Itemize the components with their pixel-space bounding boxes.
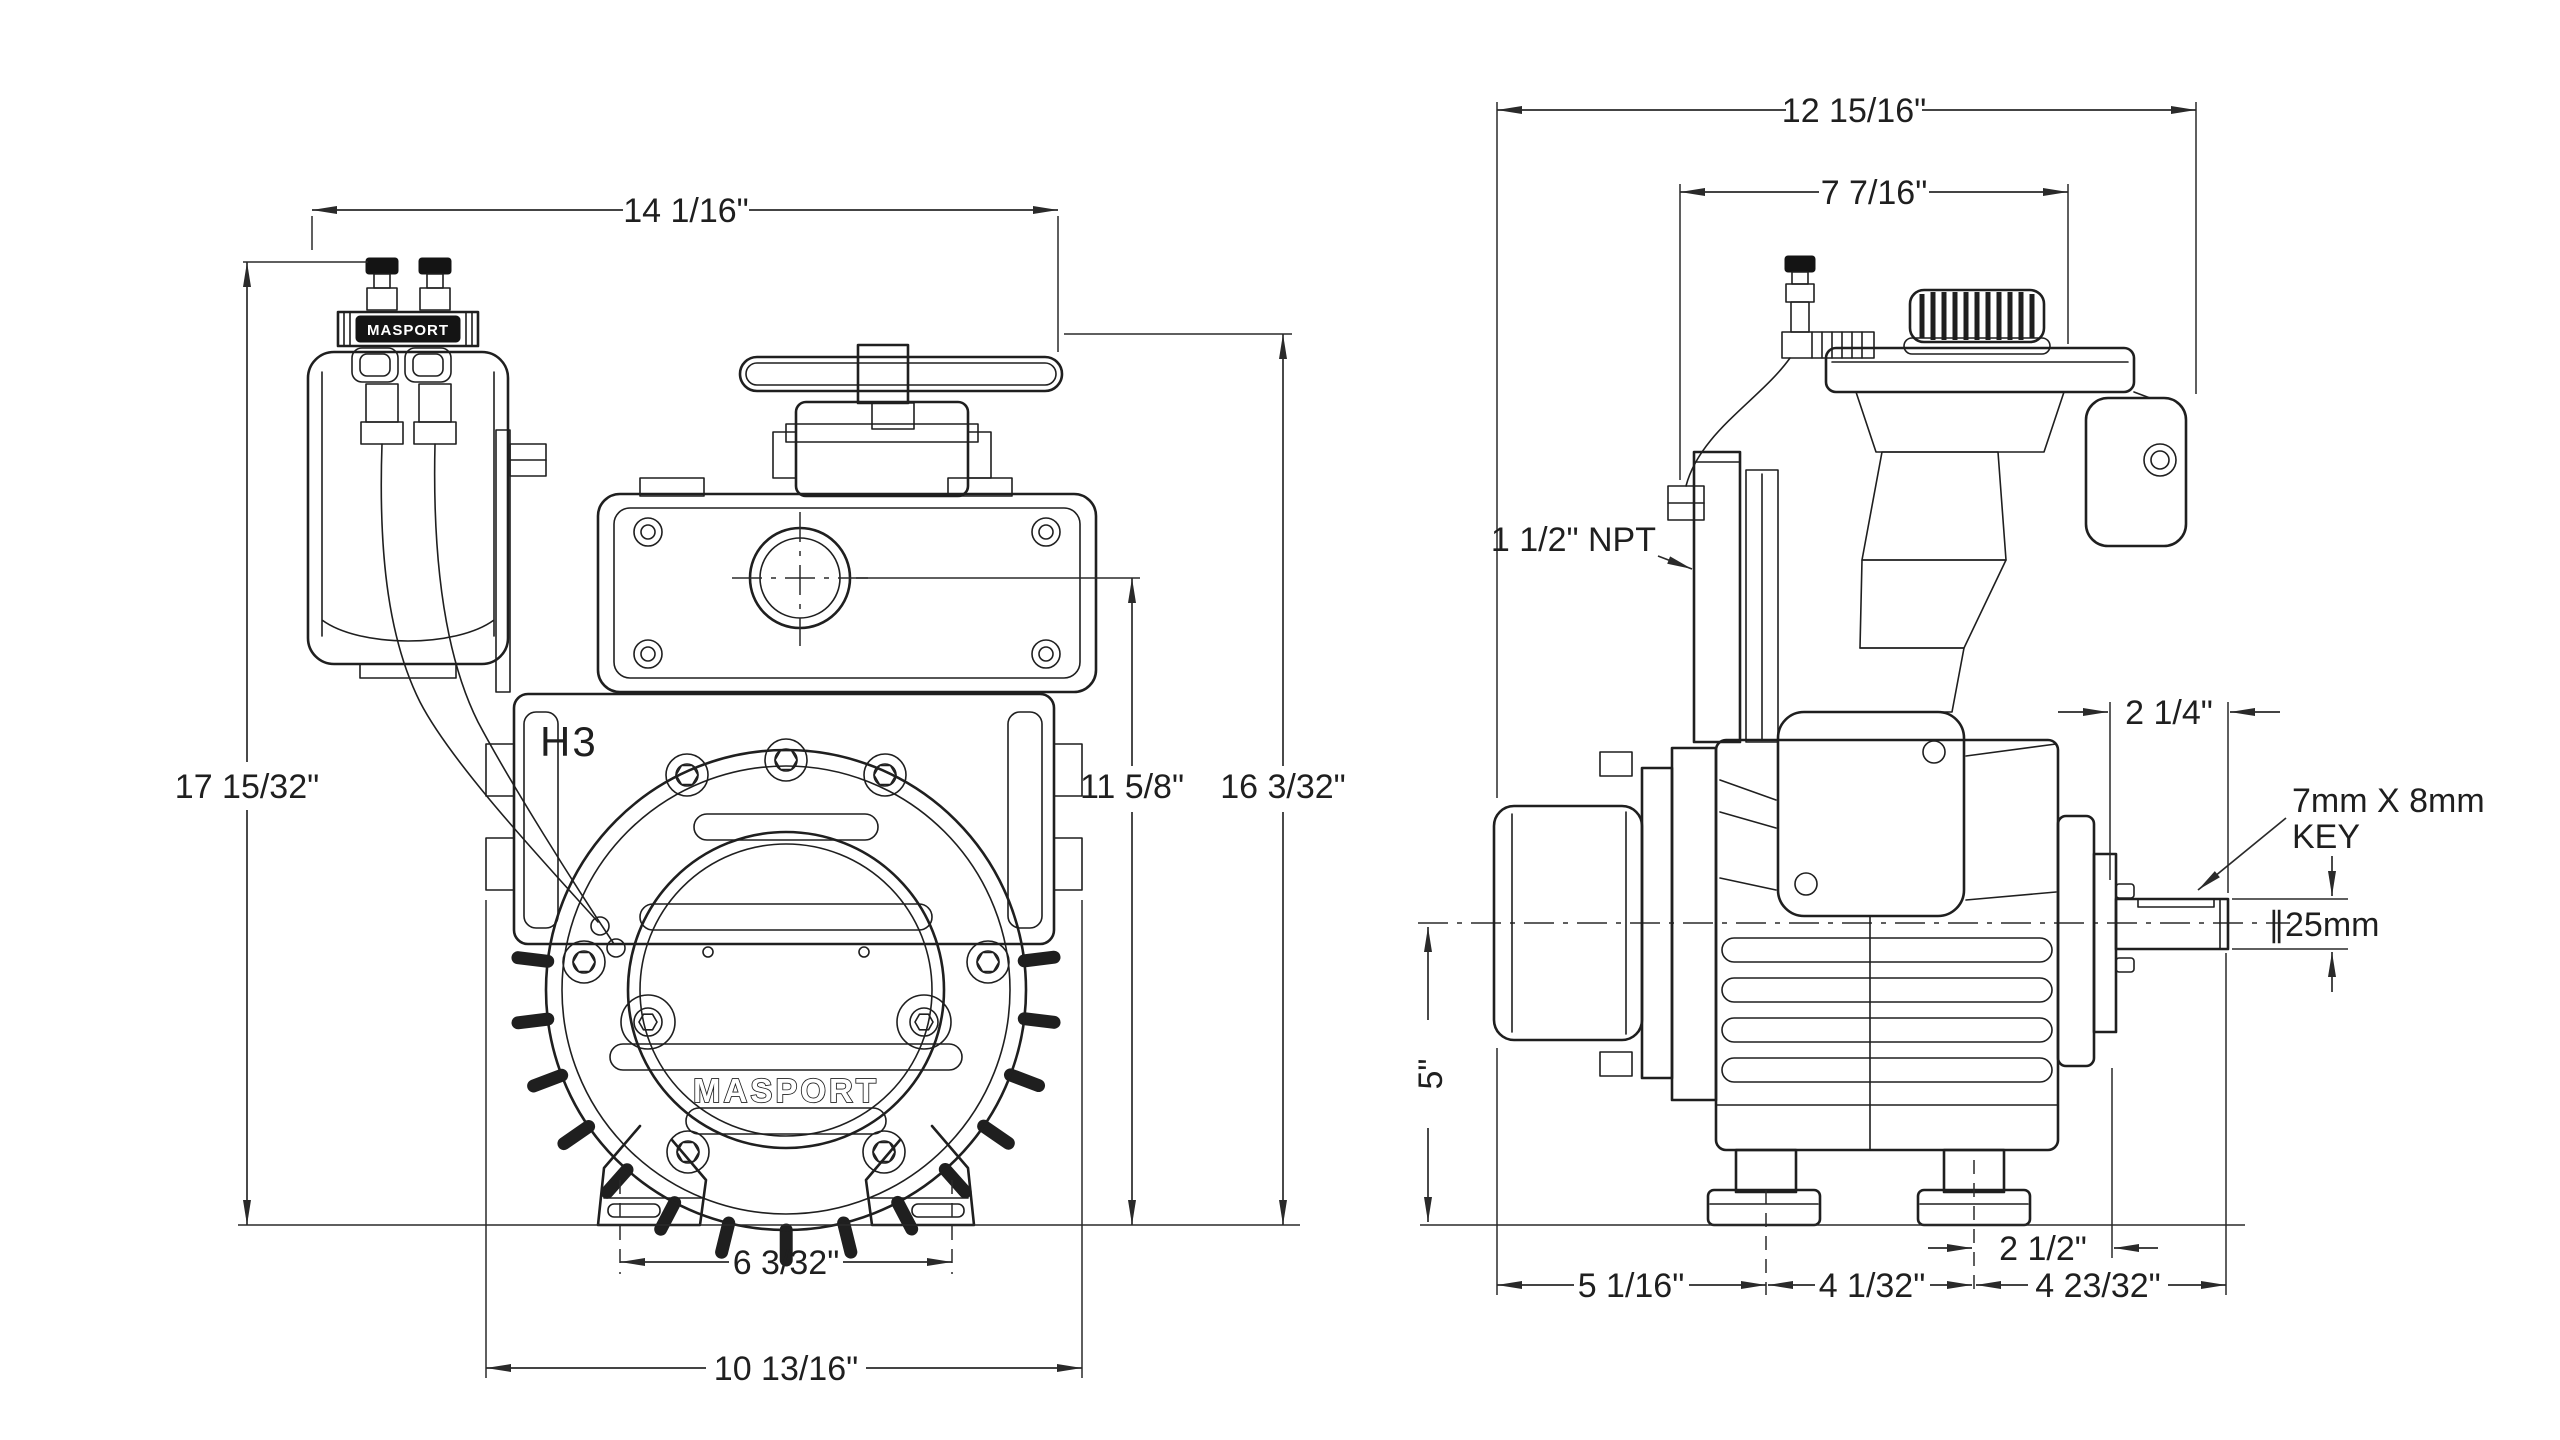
svg-text:2 1/4": 2 1/4": [2125, 694, 2213, 732]
dim-front-foot-holes: 6 3/32": [619, 1180, 953, 1282]
intake-manifold: [596, 477, 1098, 694]
drive-shaft: [2114, 897, 2230, 951]
pump-body-side: [1714, 710, 2060, 1152]
oiler-knob-right: [418, 257, 452, 275]
oiler-assembly: MASPORT: [306, 257, 626, 958]
oiler-brand-plate: [355, 315, 461, 343]
oil-tank: [1799, 288, 2188, 713]
svg-text:2 1/2": 2 1/2": [1999, 1230, 2087, 1268]
dim-front-overall-width: 14 1/16": [311, 192, 1059, 352]
mount-bracket: [2084, 396, 2188, 548]
model-label: H3: [540, 718, 598, 765]
dim-side-overall-width: 12 15/16": [1496, 92, 2197, 798]
dim-shaft-length: 2 1/4": [2058, 694, 2280, 893]
dim-centerline-height: 5": [1412, 927, 1450, 1222]
oil-tube-right: [433, 443, 615, 945]
oiler-brand-text: MASPORT: [367, 322, 449, 339]
shaft-keyway: [2137, 898, 2215, 908]
oil-tube-left: [380, 443, 599, 923]
svg-text:5": 5": [1412, 1059, 1450, 1090]
dim-front-overall-height: 17 15/32": [175, 261, 368, 1225]
svg-text:∥25mm: ∥25mm: [2268, 906, 2379, 944]
dim-side-top-width: 7 7/16": [1679, 174, 2069, 480]
side-lubricator: [1667, 255, 1875, 521]
front-feet: [596, 1124, 976, 1227]
cooling-fins: [511, 950, 1061, 1267]
changeover-valve: [738, 343, 1064, 498]
svg-text:14 1/16": 14 1/16": [623, 192, 749, 230]
end-cover: MASPORT: [511, 738, 1061, 1267]
svg-text:KEY: KEY: [2292, 818, 2360, 856]
dim-base-left: 5 1/16": [1578, 1267, 1685, 1305]
oiler-bracket: [495, 429, 511, 693]
dim-base-chain: 5 1/16" 4 1/32" 4 23/32": [1496, 953, 2227, 1305]
svg-text:16 3/32": 16 3/32": [1220, 768, 1346, 806]
inlet-pipe: [1692, 450, 1779, 744]
side-view: 12 15/16" 7 7/16" 1 1/2" NPT 2 1/4" 7mm …: [1412, 92, 2485, 1305]
dim-shaft-diameter: ∥25mm: [2232, 856, 2379, 992]
dim-front-top-height: 16 3/32": [1064, 333, 1346, 1225]
note-shaft-key: 7mm X 8mm KEY: [2197, 782, 2485, 891]
pump-housing: H3: [485, 692, 1083, 946]
pulley-end: [1492, 746, 1718, 1102]
valve-handle: [738, 355, 1064, 393]
svg-text:11 5/8": 11 5/8": [1080, 768, 1184, 806]
svg-text:6 3/32": 6 3/32": [733, 1244, 840, 1282]
dim-front-port-height: 11 5/8": [856, 577, 1184, 1225]
svg-text:7 7/16": 7 7/16": [1821, 174, 1928, 212]
svg-text:7mm X 8mm: 7mm X 8mm: [2292, 782, 2485, 820]
gearbox-shaft: [2056, 814, 2230, 1068]
svg-text:10 13/16": 10 13/16": [714, 1350, 858, 1388]
dim-base-right: 4 23/32": [2035, 1267, 2161, 1305]
oiler-knob-left: [365, 257, 399, 275]
svg-text:12 15/16": 12 15/16": [1782, 92, 1926, 130]
svg-text:1 1/2" NPT: 1 1/2" NPT: [1491, 521, 1656, 559]
dim-foot-offset: 2 1/2": [1928, 1068, 2158, 1268]
front-view: MASPORT: [175, 192, 1346, 1388]
side-feet: [1706, 1148, 2032, 1227]
dim-base-mid: 4 1/32": [1819, 1267, 1926, 1305]
dim-front-base-width: 10 13/16": [485, 900, 1083, 1388]
filler-cap: [1908, 288, 2046, 344]
svg-text:17 15/32": 17 15/32": [175, 768, 319, 806]
brand-logo-front: MASPORT: [693, 1072, 879, 1109]
note-inlet-npt: 1 1/2" NPT: [1491, 521, 1693, 570]
